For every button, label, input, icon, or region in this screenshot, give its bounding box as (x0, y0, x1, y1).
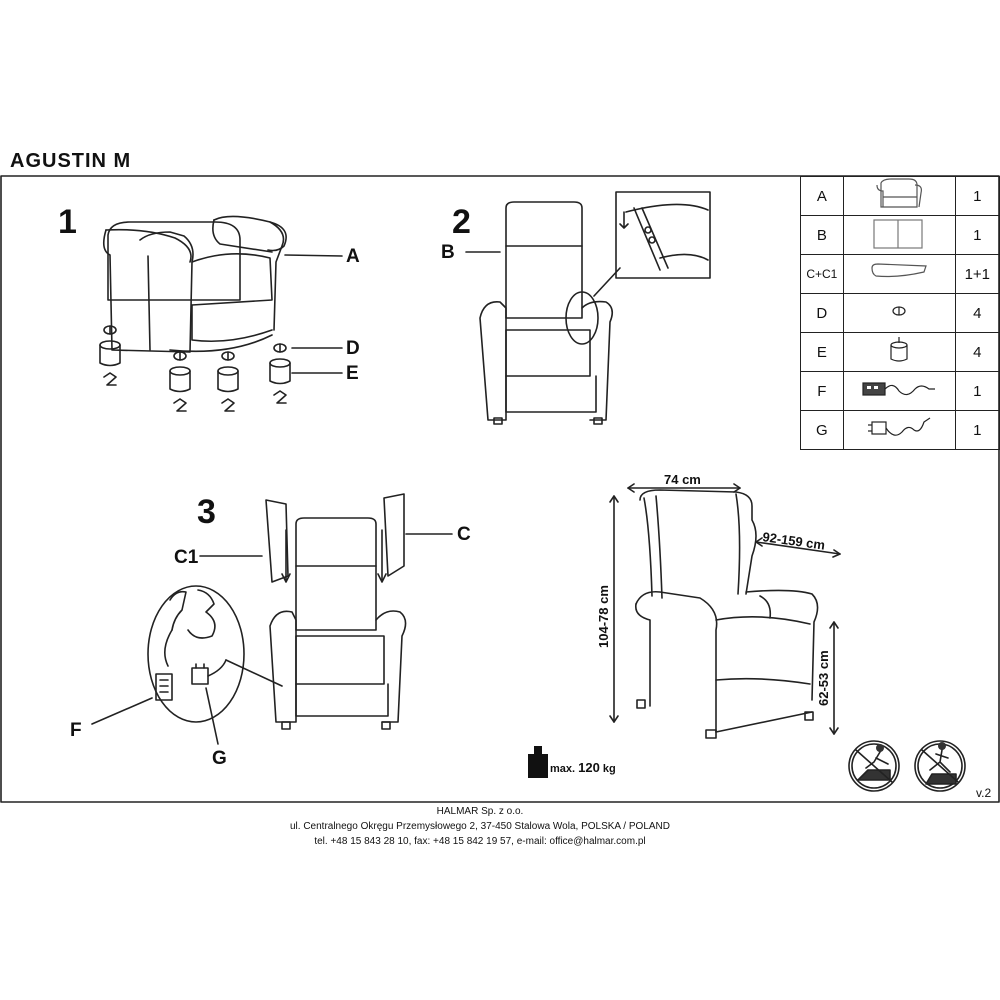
max-load-prefix: max. (550, 763, 576, 775)
foot-icon (842, 332, 956, 372)
remote-control-icon (155, 673, 173, 701)
step-3-armchair-drawing (225, 493, 407, 730)
screw-icon (103, 325, 117, 335)
foot-icon (217, 366, 239, 412)
power-adapter-icon (191, 667, 209, 685)
part-id: A (800, 176, 844, 216)
part-id: F (800, 371, 844, 411)
product-title: AGUSTIN M (10, 150, 132, 172)
step-2-armchair-drawing (479, 201, 614, 425)
step-1-number: 1 (58, 203, 77, 241)
part-id: E (800, 332, 844, 372)
wing-c (383, 493, 405, 577)
wing-icon (842, 254, 956, 294)
label-a: A (346, 246, 360, 267)
foot-icon (99, 340, 121, 386)
part-id: C+C1 (800, 254, 844, 294)
screw-icon (173, 351, 187, 361)
part-qty: 1 (954, 371, 1000, 411)
footer-address: ul. Centralnego Okręgu Przemysłowego 2, … (289, 821, 670, 832)
label-e: E (346, 363, 359, 384)
table-row: A 1 (800, 176, 1000, 216)
label-d: D (346, 338, 360, 359)
armchair-icon (842, 176, 956, 216)
foot-icon (169, 366, 191, 412)
no-standing-on-seat-icon (914, 740, 966, 792)
part-id: D (800, 293, 844, 333)
part-id: G (800, 410, 844, 450)
label-c1: C1 (174, 547, 199, 568)
part-qty: 4 (954, 293, 1000, 333)
footer: HALMAR Sp. z o.o. ul. Centralnego Okręgu… (0, 804, 960, 849)
part-id: B (800, 215, 844, 255)
part-qty: 1 (954, 176, 1000, 216)
screw-icon (842, 293, 956, 333)
footer-contact: tel. +48 15 843 28 10, fax: +48 15 842 1… (314, 836, 646, 847)
no-standing-on-armrest-icon (848, 740, 900, 792)
backrest-detail-inset (615, 191, 711, 279)
step-1-armchair-drawing (102, 215, 287, 353)
wiring-detail-circle (147, 585, 245, 723)
screw-icon (273, 343, 287, 353)
remote-control-icon (842, 371, 956, 411)
table-row: B 1 (800, 215, 1000, 255)
step-3-number: 3 (197, 493, 216, 531)
foot-icon (269, 358, 291, 404)
label-b: B (441, 242, 455, 263)
backrest-icon (842, 215, 956, 255)
dim-depth: 92-159 cm (762, 529, 826, 553)
label-f: F (70, 720, 82, 741)
dim-seat-height: 62-53 cm (816, 650, 831, 706)
detail-callout-circle (565, 291, 599, 345)
dim-height: 104-78 cm (596, 585, 611, 648)
table-row: D 4 (800, 293, 1000, 333)
dimension-armchair-drawing (634, 489, 819, 739)
wing-c1 (265, 499, 289, 583)
step-2-number: 2 (452, 203, 471, 241)
max-load-label: max. 120 kg (550, 760, 616, 775)
screw-icon (221, 351, 235, 361)
part-qty: 1 (954, 410, 1000, 450)
footer-company: HALMAR Sp. z o.o. (436, 806, 524, 817)
parts-table: A 1 B 1 C+C1 1+1 D (800, 176, 1000, 450)
part-qty: 1 (954, 215, 1000, 255)
version-label: v.2 (976, 786, 992, 800)
label-g: G (212, 748, 227, 769)
table-row: F 1 (800, 371, 1000, 411)
table-row: E 4 (800, 332, 1000, 372)
label-c: C (457, 524, 471, 545)
part-qty: 1+1 (954, 254, 1000, 294)
weight-icon (528, 746, 548, 778)
step-1-feet-group (99, 325, 291, 412)
max-load-value: 120 (578, 760, 600, 775)
table-row: G 1 (800, 410, 1000, 450)
power-adapter-icon (842, 410, 956, 450)
dim-width: 74 cm (664, 472, 701, 487)
part-qty: 4 (954, 332, 1000, 372)
diagram-frame (0, 175, 1000, 803)
table-row: C+C1 1+1 (800, 254, 1000, 294)
max-load-unit: kg (602, 763, 616, 775)
